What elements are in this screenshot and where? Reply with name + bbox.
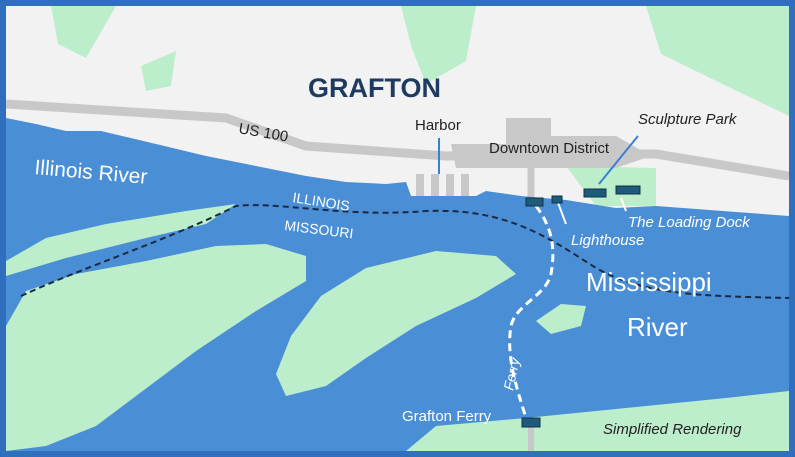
- poi-markers: [521, 185, 641, 428]
- marker-dock-west[interactable]: [525, 197, 544, 207]
- sculpture-park-pointer: [598, 135, 639, 185]
- marker-sculpture-park[interactable]: [583, 188, 607, 198]
- downtown-label: Downtown District: [489, 140, 610, 157]
- grafton-ferry-label: Grafton Ferry: [402, 408, 492, 425]
- loading-dock-pointer: [620, 197, 627, 212]
- land-south-shore: [406, 391, 789, 451]
- mississippi-label-line1: Mississippi: [586, 267, 712, 297]
- lighthouse-pointer: [556, 199, 567, 225]
- downtown-district-block: [451, 118, 651, 168]
- land-patch-northeast: [401, 6, 476, 84]
- harbor-label: Harbor: [415, 117, 461, 134]
- marker-grafton-ferry[interactable]: [521, 417, 541, 428]
- island-small-east: [536, 304, 586, 334]
- harbor-piers: [416, 174, 469, 196]
- marker-loading-dock[interactable]: [615, 185, 641, 195]
- island-center: [276, 251, 516, 396]
- map-canvas: GRAFTON US 100 Harbor Downtown District …: [6, 6, 789, 451]
- state-boundary-line: [20, 204, 789, 299]
- mississippi-label-line2: River: [627, 312, 688, 342]
- marker-lighthouse[interactable]: [551, 195, 563, 204]
- loading-dock-label: The Loading Dock: [628, 214, 751, 231]
- island-west-upper: [6, 204, 236, 276]
- land-patch-northwest: [51, 6, 116, 58]
- island-west-large: [6, 244, 306, 451]
- town-title: GRAFTON: [308, 73, 441, 103]
- ferry-route-label: Ferry: [500, 355, 523, 391]
- lighthouse-label: Lighthouse: [571, 232, 644, 249]
- ferry-route-line: [508, 205, 555, 419]
- sculpture-park-label: Sculpture Park: [638, 111, 738, 128]
- land-patch-mid: [141, 51, 176, 91]
- land-east-bank: [626, 246, 789, 268]
- rendering-note: Simplified Rendering: [603, 421, 742, 438]
- land-patch-east: [646, 6, 789, 116]
- road-us-100: [6, 99, 789, 181]
